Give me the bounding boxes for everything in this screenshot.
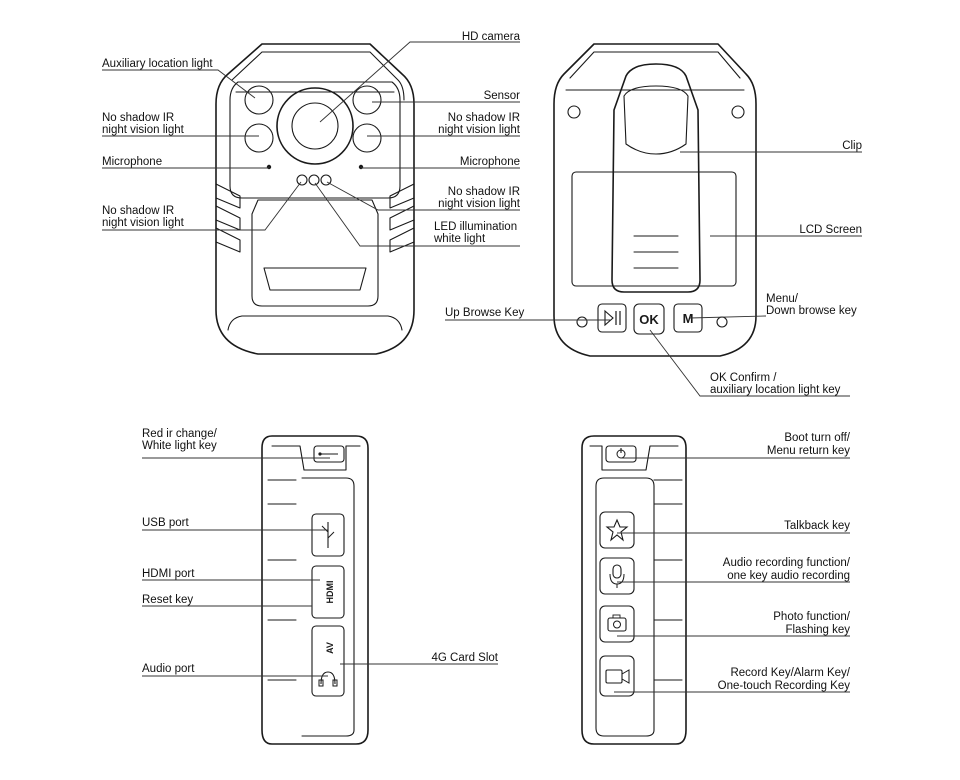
label-hdmi-port: HDMI port: [142, 568, 195, 580]
label-ir-left-2-line1: No shadow IR: [102, 205, 174, 217]
label-ir-right-1-line2: night vision light: [438, 124, 521, 136]
label-led-line2: white light: [433, 233, 486, 245]
led-white-light: [308, 174, 320, 186]
hdmi-port-label: HDMI: [325, 581, 335, 604]
label-record-line2: One-touch Recording Key: [718, 680, 851, 692]
label-ok-line2: auxiliary location light key: [710, 384, 841, 396]
up-browse-button[interactable]: [597, 303, 627, 333]
front-left-grips: [215, 183, 241, 253]
label-photo-line1: Photo function/: [773, 611, 851, 623]
talkback-button[interactable]: [599, 511, 635, 549]
usb-port[interactable]: [311, 513, 345, 557]
usb-icon: [321, 522, 335, 548]
label-clip: Clip: [842, 140, 862, 152]
microphone-left-hole: [266, 164, 272, 170]
labels: HD camera Auxiliary location light Senso…: [102, 31, 862, 692]
label-lcd-screen: LCD Screen: [799, 224, 862, 236]
label-photo-line2: Flashing key: [785, 624, 850, 636]
hd-camera-lens-inner: [291, 102, 339, 150]
back-view: OK M: [553, 43, 757, 357]
label-ok-line1: OK Confirm /: [710, 372, 777, 384]
photo-button[interactable]: [599, 605, 635, 643]
front-view: [215, 43, 415, 355]
label-ir-left-1-line2: night vision light: [102, 124, 185, 136]
left-side-view: HDMI AV: [261, 435, 369, 745]
aux-location-light: [244, 85, 274, 115]
label-ir-left-2-line2: night vision light: [102, 217, 185, 229]
label-ir-right-2-line2: night vision light: [438, 198, 521, 210]
small-ir-light-2: [320, 174, 332, 186]
label-audio-port: Audio port: [142, 663, 195, 675]
label-4g-card-slot: 4G Card Slot: [432, 652, 499, 664]
label-boot-line2: Menu return key: [767, 445, 850, 457]
av-port-label: AV: [325, 642, 335, 654]
label-menu-line2: Down browse key: [766, 305, 857, 317]
label-red-ir-line1: Red ir change/: [142, 428, 218, 440]
label-menu-line1: Menu/: [766, 293, 799, 305]
hd-camera-lens: [276, 87, 354, 165]
label-audio-rec-line1: Audio recording function/: [723, 557, 851, 569]
label-microphone-right: Microphone: [460, 156, 520, 168]
label-hd-camera: HD camera: [462, 31, 521, 43]
label-reset-key: Reset key: [142, 594, 193, 606]
right-side-view: [581, 435, 687, 745]
menu-button-label: M: [683, 311, 694, 326]
back-screw-top-right: [731, 105, 745, 119]
usb-icon-top: [318, 452, 338, 456]
label-record-line1: Record Key/Alarm Key/: [730, 667, 850, 679]
label-sensor: Sensor: [484, 90, 521, 102]
label-up-browse: Up Browse Key: [445, 307, 525, 319]
label-red-ir-line2: White light key: [142, 440, 217, 452]
small-ir-light-1: [296, 174, 308, 186]
label-usb-port: USB port: [142, 517, 189, 529]
power-icon: [616, 448, 626, 459]
label-boot-line1: Boot turn off/: [784, 432, 850, 444]
leader-lines: [102, 41, 862, 693]
record-button[interactable]: [599, 655, 635, 697]
clip: [611, 63, 701, 293]
label-ir-right-2-line1: No shadow IR: [448, 186, 520, 198]
label-audio-rec-line2: one key audio recording: [727, 570, 850, 582]
hdmi-port[interactable]: [311, 565, 345, 619]
front-right-grips: [389, 183, 415, 253]
back-screw-bottom-left: [576, 316, 588, 328]
audio-recording-button[interactable]: [599, 557, 635, 595]
back-screw-top-left: [567, 105, 581, 119]
sensor-light: [352, 85, 382, 115]
play-pause-icon: [604, 309, 621, 327]
boot-power-button[interactable]: [605, 445, 637, 463]
back-screw-bottom-right: [716, 316, 728, 328]
label-aux-location-light: Auxiliary location light: [102, 58, 213, 70]
ir-light-left: [244, 123, 274, 153]
star-icon: [605, 518, 629, 542]
microphone-icon: [609, 564, 625, 588]
ir-light-right: [352, 123, 382, 153]
ok-confirm-button[interactable]: [633, 303, 665, 335]
audio-port[interactable]: [311, 625, 345, 697]
video-camera-icon: [605, 669, 630, 684]
camera-icon: [607, 614, 627, 632]
red-ir-change-button[interactable]: [313, 445, 345, 463]
lcd-screen: [571, 171, 737, 287]
ok-button-label: OK: [639, 312, 659, 327]
label-ir-left-1-line1: No shadow IR: [102, 112, 174, 124]
microphone-right-hole: [358, 164, 364, 170]
label-ir-right-1-line1: No shadow IR: [448, 112, 520, 124]
headphone-icon: [318, 671, 338, 687]
label-led-line1: LED illumination: [434, 221, 517, 233]
label-microphone-left: Microphone: [102, 156, 162, 168]
label-talkback: Talkback key: [784, 520, 850, 532]
